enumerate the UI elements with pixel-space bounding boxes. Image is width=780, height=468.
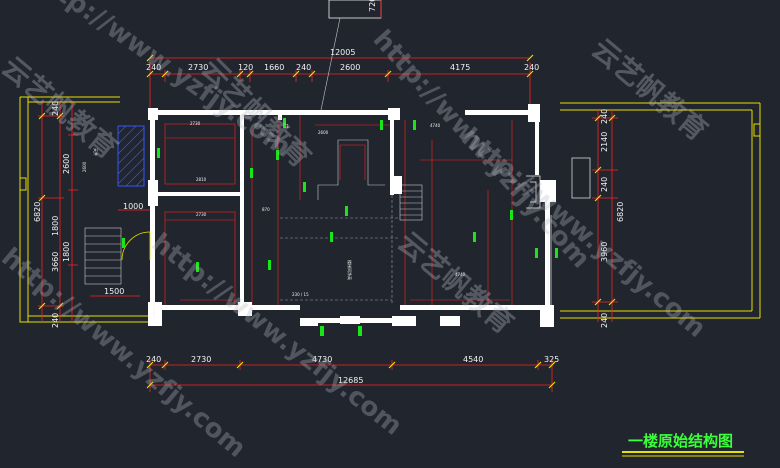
svg-text:1660: 1660 — [264, 63, 284, 72]
svg-text:4175: 4175 — [450, 63, 470, 72]
svg-text:120: 120 — [238, 63, 253, 72]
yellow-outline — [19, 96, 761, 323]
svg-text:3960: 3960 — [600, 242, 609, 262]
svg-text:4740: 4740 — [455, 272, 466, 277]
svg-text:1000: 1000 — [123, 202, 143, 211]
blue-window — [117, 125, 145, 187]
svg-text:325: 325 — [544, 355, 559, 364]
svg-text:1800: 1800 — [62, 242, 71, 262]
svg-text:870: 870 — [262, 207, 270, 212]
dimension-ticks — [38, 54, 616, 389]
svg-text:2730: 2730 — [196, 212, 207, 217]
svg-text:2600: 2600 — [62, 154, 71, 174]
svg-text:1500: 1500 — [104, 287, 124, 296]
walls — [148, 104, 556, 327]
room-notes: 2730 2810 2730 2600 4740 4740 230 / 15 8… — [82, 121, 466, 297]
svg-text:4730: 4730 — [312, 355, 332, 364]
svg-text:1: 1 — [286, 124, 289, 130]
balcony — [153, 157, 591, 318]
svg-text:240: 240 — [146, 355, 161, 364]
svg-text:2730: 2730 — [190, 121, 201, 126]
svg-text:2730: 2730 — [191, 355, 211, 364]
bottom-dimension-texts: 240 2730 4730 4540 325 12685 — [146, 355, 559, 385]
svg-text:3660: 3660 — [51, 252, 60, 272]
page-title: 一楼原始结构图 — [628, 432, 733, 450]
svg-text:240: 240 — [524, 63, 539, 72]
svg-text:2600: 2600 — [340, 63, 360, 72]
door-swing — [121, 231, 151, 261]
svg-text:240: 240 — [600, 109, 609, 124]
svg-text:240: 240 — [51, 313, 60, 328]
svg-text:240: 240 — [146, 63, 161, 72]
left-room-label: 天井 — [93, 148, 99, 156]
svg-text:2810: 2810 — [196, 177, 207, 182]
svg-text:240: 240 — [296, 63, 311, 72]
svg-text:4540: 4540 — [463, 355, 483, 364]
svg-text:240: 240 — [51, 101, 60, 116]
top-box-dim: 720 — [368, 0, 377, 12]
svg-text:云艺帆教育: 云艺帆教育 — [586, 32, 714, 147]
stairs — [84, 17, 423, 285]
svg-text:240: 240 — [600, 313, 609, 328]
svg-text:230 / 15: 230 / 15 — [292, 292, 309, 297]
left-overall-dim: 6820 — [33, 202, 42, 222]
svg-text:2600: 2600 — [318, 130, 329, 135]
svg-text:http://www.yzfjy.com: http://www.yzfjy.com — [26, 0, 296, 163]
right-dimension-texts: 6820 240 2140 240 3960 240 — [600, 109, 625, 328]
svg-text:240: 240 — [600, 177, 609, 192]
svg-text:2140: 2140 — [600, 132, 609, 152]
svg-text:4740: 4740 — [430, 123, 441, 128]
bottom-overall-dim: 12685 — [338, 376, 363, 385]
stair-height-note: 楼梯间净高 — [347, 260, 353, 280]
dashed-lines — [280, 180, 400, 305]
svg-text:云艺帆教育: 云艺帆教育 — [0, 50, 124, 165]
svg-text:2730: 2730 — [188, 63, 208, 72]
mid-dim-note: 2600 — [82, 161, 87, 172]
drawing-title: 一楼原始结构图 — [622, 432, 744, 457]
top-dimension-texts: 12005 240 2730 120 1660 240 2600 4175 24… — [146, 48, 539, 72]
left-dimension-texts: 6820 240 2600 1800 3660 1800 240 1000 15… — [33, 101, 143, 328]
top-overall-dim: 12005 — [330, 48, 355, 57]
svg-text:1800: 1800 — [51, 216, 60, 236]
green-markers — [122, 118, 558, 336]
right-overall-dim: 6820 — [616, 202, 625, 222]
